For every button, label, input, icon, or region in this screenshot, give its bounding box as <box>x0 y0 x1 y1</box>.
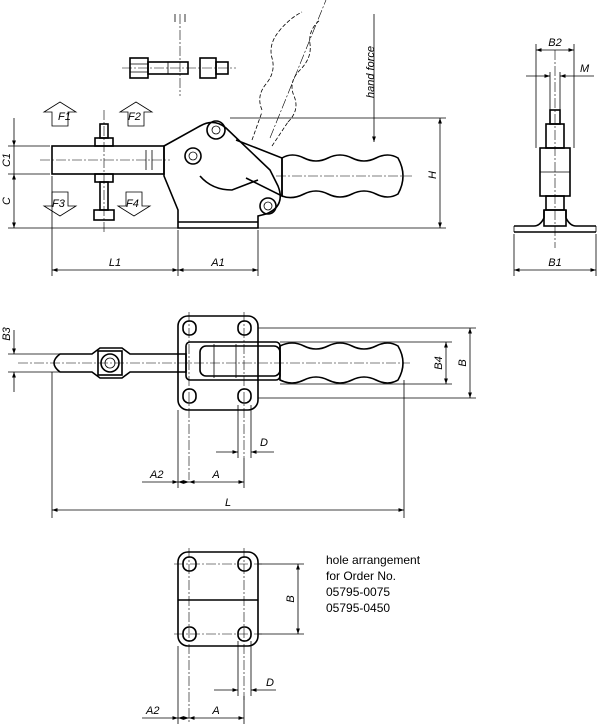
dim-label-h: H <box>427 171 439 179</box>
hole-arrangement-view: B D A2 A hole arrangement for Order No. … <box>142 548 421 724</box>
note-line-1: hole arrangement <box>326 553 421 567</box>
dim-label-b1: B1 <box>548 257 561 269</box>
dim-label-c1: C1 <box>1 153 13 167</box>
dim-label-a2-top: A2 <box>149 469 163 481</box>
handle-side <box>235 139 412 199</box>
clamp-body-side <box>163 120 282 229</box>
dim-label-c: C <box>1 197 13 205</box>
dim-label-l: L <box>225 497 231 509</box>
force-label-f4: F4 <box>126 198 139 210</box>
note-line-4: 05795-0450 <box>326 601 390 615</box>
dim-h: H <box>230 117 446 229</box>
front-view: B2 M B1 <box>513 37 597 276</box>
dim-label-m: M <box>580 63 590 75</box>
dim-label-b-lower: B <box>285 595 297 602</box>
dim-label-a2-lower: A2 <box>145 705 159 717</box>
force-label-f1: F1 <box>58 111 71 123</box>
sample-bolt-top <box>122 57 236 79</box>
dim-label-a-lower: A <box>211 705 219 717</box>
dim-label-a-top: A <box>211 469 219 481</box>
force-arrow-f3: F3 <box>42 191 78 217</box>
dim-label-l1: L1 <box>109 257 121 269</box>
dim-label-b3: B3 <box>1 326 13 340</box>
force-label-f2: F2 <box>128 111 141 123</box>
note-line-3: 05795-0075 <box>326 585 390 599</box>
note-line-2: for Order No. <box>326 569 396 583</box>
dim-label-b-top: B <box>457 359 469 366</box>
spindle-bolt-side <box>93 110 115 232</box>
dim-label-d-lower: D <box>266 677 274 689</box>
clamp-arm-side <box>40 145 170 175</box>
dim-label-b2: B2 <box>548 37 561 49</box>
force-arrow-f1: F1 <box>42 101 78 127</box>
top-view: B3 B4 B D A2 A L <box>1 312 476 518</box>
force-label-f3: F3 <box>52 198 66 210</box>
dim-label-d-top: D <box>260 437 268 449</box>
dim-label-a1: A1 <box>210 257 224 269</box>
side-view: F1 F2 F3 F4 <box>1 0 446 276</box>
dim-l1-a1: L1 A1 <box>51 176 259 276</box>
force-arrow-f2: F2 <box>118 101 154 127</box>
dim-c1: C1 C <box>1 118 178 229</box>
dim-label-b4: B4 <box>433 356 445 369</box>
handle-open-ghost <box>251 0 327 147</box>
hand-force-label: hand force <box>365 46 377 98</box>
force-arrow-f4: F4 <box>116 191 152 217</box>
